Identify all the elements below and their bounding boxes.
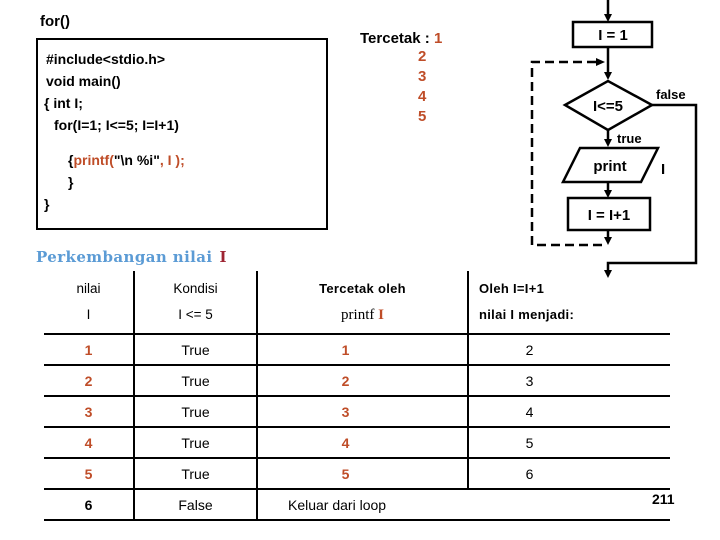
output-label-line: Tercetak : 1 [360,30,442,47]
code-line-close-inner: } [68,174,74,190]
cell-printed: 4 [256,427,468,459]
condition-label: I<=5 [593,98,623,115]
false-branch-label: false [656,87,686,102]
output-value-1: 1 [433,30,443,47]
init-label: I = 1 [598,27,628,44]
code-line-int: { int I; [44,95,83,111]
slide-heading: for() [40,13,70,30]
for-loop-flowchart: I = 1 I<=5 false true print I I = I+1 [530,0,698,278]
cell-printed: 2 [256,365,468,397]
table-row: 5 True 5 6 [44,458,670,490]
arrow-down-icon [604,139,612,147]
cell-next: 5 [467,427,670,459]
arrow-down-icon [604,14,612,22]
false-path [606,103,698,270]
printf-open-brace: { [68,152,74,168]
cell-next: 6 [467,458,670,490]
cell-i: 3 [44,396,134,428]
header-oleh-line1: Oleh I=I+1 [479,281,545,296]
section-title-variable: I [219,248,227,266]
table-row: 6 False Keluar dari loop [44,489,670,521]
section-title: Perkembangan nilai I [36,248,227,266]
init-box [571,20,654,49]
page-number: 211 [652,491,675,507]
trace-table: nilai I Kondisi I <= 5 Tercetak oleh pri… [44,271,670,521]
cell-cond: True [133,427,257,459]
cell-next: 3 [467,365,670,397]
cell-i: 2 [44,365,134,397]
header-nilai-line1: nilai [76,281,101,296]
code-box: #include<stdio.h> void main() { int I; f… [36,38,328,230]
table-row: 3 True 3 4 [44,396,670,428]
code-line-for: for(I=1; I<=5; I=I+1) [54,117,179,133]
true-branch-label: true [617,131,642,146]
header-kondisi-line1: Kondisi [173,281,218,296]
header-oleh: Oleh I=I+1 nilai I menjadi: [467,271,670,335]
code-line-close-main: } [44,196,50,212]
output-value-3: 3 [418,68,427,85]
code-line-main: void main() [46,73,121,89]
arrow-down-icon [604,237,612,245]
table-row: 1 True 1 2 [44,334,670,366]
code-line-include: #include<stdio.h> [46,51,166,67]
header-printf-text: printf [341,307,379,323]
trace-table-wrapper: nilai I Kondisi I <= 5 Tercetak oleh pri… [44,271,670,521]
cell-next: 4 [467,396,670,428]
cell-exit-message: Keluar dari loop [256,489,670,521]
table-row: 4 True 4 5 [44,427,670,459]
output-value-5: 5 [418,108,427,125]
table-row: 2 True 2 3 [44,365,670,397]
header-kondisi: Kondisi I <= 5 [133,271,257,335]
cell-cond: True [133,396,257,428]
table-header-row: nilai I Kondisi I <= 5 Tercetak oleh pri… [44,271,670,335]
increment-label: I = I+1 [588,207,631,224]
output-label: Tercetak : [360,30,434,47]
printf-call: printf( [73,152,114,168]
cell-next: 2 [467,334,670,366]
cell-i: 1 [44,334,134,366]
cell-printed: 5 [256,458,468,490]
arrow-right-icon [596,58,605,66]
cell-i: 4 [44,427,134,459]
cell-cond: True [133,365,257,397]
output-value-4: 4 [418,88,427,105]
cell-printed: 1 [256,334,468,366]
arrow-down-icon [604,190,612,198]
header-oleh-line2: nilai I menjadi: [479,307,575,322]
print-variable: I [661,161,665,178]
cell-i: 5 [44,458,134,490]
arrow-down-icon [604,72,612,80]
cell-printed: 3 [256,396,468,428]
header-tercetak-line2: printf I [258,302,467,328]
cell-i: 6 [44,489,134,521]
cell-cond: True [133,458,257,490]
output-value-2: 2 [418,48,427,65]
cell-cond: False [133,489,257,521]
header-printf-variable: I [378,307,384,323]
header-tercetak-line1: Tercetak oleh [319,281,406,296]
cell-cond: True [133,334,257,366]
section-title-text: Perkembangan nilai [36,248,213,266]
printf-format-string: "\n %i" [113,152,160,168]
code-blank-line [38,136,326,149]
header-nilai-line2: I [86,307,91,322]
code-line-printf: {printf("\n %i", I ); [38,149,326,171]
print-label: print [593,158,626,175]
header-kondisi-line2: I <= 5 [178,307,213,322]
header-tercetak: Tercetak oleh printf I [256,271,468,335]
print-parallelogram [560,146,661,184]
output-values: 2 3 4 5 [360,47,442,127]
printed-output: Tercetak : 1 2 3 4 5 [360,30,442,127]
loop-back-dashed-path [530,60,602,247]
printf-arguments: , I ); [159,152,185,168]
header-nilai: nilai I [44,271,134,335]
